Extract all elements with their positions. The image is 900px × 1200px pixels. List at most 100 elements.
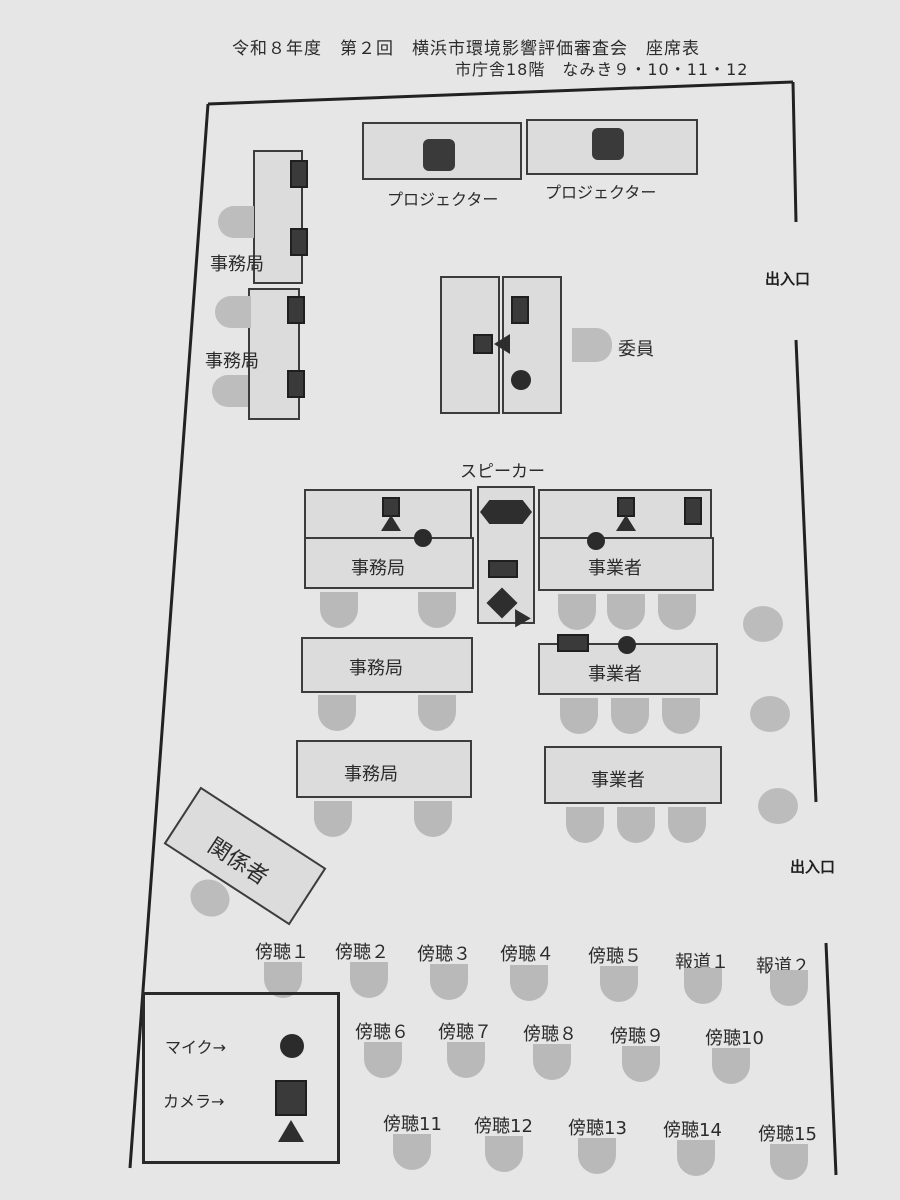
camera-icon <box>290 228 308 256</box>
audience-seat-label: 傍聴11 <box>383 1114 442 1135</box>
mic-icon <box>587 532 605 550</box>
chair <box>712 1048 750 1084</box>
audience-seat-label: 傍聴３ <box>417 944 471 965</box>
secretariat-side-table-top <box>253 150 303 284</box>
chair <box>418 592 456 628</box>
mic-icon <box>414 529 432 547</box>
speaker-icon <box>480 500 532 524</box>
secretariat-side-label: 事務局 <box>210 254 264 275</box>
camera-icon <box>287 370 305 398</box>
camera-icon <box>617 497 635 517</box>
audience-seat-label: 傍聴10 <box>705 1028 764 1049</box>
chair <box>560 698 598 734</box>
secretariat-label: 事務局 <box>349 658 403 679</box>
chair <box>393 1134 431 1170</box>
chair <box>558 594 596 630</box>
operator-table-front <box>538 537 714 591</box>
chair <box>622 1046 660 1082</box>
mic-icon <box>618 636 636 654</box>
camera-direction-icon <box>494 334 510 354</box>
camera-icon <box>684 497 702 525</box>
chair <box>617 807 655 843</box>
entrance-label-top: 出入口 <box>765 270 811 288</box>
chair <box>668 807 706 843</box>
camera-tripod-icon <box>381 515 401 531</box>
chair <box>215 296 251 328</box>
camera-tripod-icon <box>616 515 636 531</box>
camera-icon <box>287 296 305 324</box>
committee-label: 委員 <box>618 339 654 360</box>
chair <box>447 1042 485 1078</box>
mic-icon <box>511 370 531 390</box>
audience-seat-label: 傍聴９ <box>610 1026 664 1047</box>
chair <box>218 206 254 238</box>
chair <box>533 1044 571 1080</box>
audience-seat-label: 傍聴８ <box>523 1024 577 1045</box>
chair <box>658 594 696 630</box>
chair <box>600 966 638 1002</box>
audience-seat-label: 傍聴４ <box>500 944 554 965</box>
camera-tripod-icon <box>278 1120 304 1142</box>
chair <box>364 1042 402 1078</box>
projector-icon <box>592 128 624 160</box>
legend-camera-label: カメラ→ <box>163 1092 225 1111</box>
speaker-label: スピーカー <box>460 462 545 482</box>
camera-icon <box>382 497 400 517</box>
chair <box>770 1144 808 1180</box>
camera-icon <box>557 634 589 652</box>
audience-seat-label: 傍聴６ <box>355 1022 409 1043</box>
secretariat-table-middle <box>301 637 473 693</box>
camera-icon <box>275 1080 307 1116</box>
chair <box>212 375 248 407</box>
legend-box <box>142 992 340 1164</box>
chair <box>510 965 548 1001</box>
chair <box>485 1136 523 1172</box>
chair <box>578 1138 616 1174</box>
operator-label: 事業者 <box>588 558 642 579</box>
audience-seat-label: 傍聴２ <box>335 942 389 963</box>
audience-seat-label: 傍聴13 <box>568 1118 627 1139</box>
chair <box>750 696 790 732</box>
audience-seat-label: 傍聴５ <box>588 946 642 967</box>
camera-icon <box>488 560 518 578</box>
chair <box>350 962 388 998</box>
chair <box>743 606 783 642</box>
chair <box>418 695 456 731</box>
audience-seat-label: 傍聴12 <box>474 1116 533 1137</box>
chair <box>318 695 356 731</box>
chair <box>414 801 452 837</box>
chair <box>320 592 358 628</box>
camera-icon <box>290 160 308 188</box>
press-seat-label: 報道１ <box>675 952 729 973</box>
secretariat-label: 事務局 <box>344 764 398 785</box>
projector-icon <box>423 139 455 171</box>
chair <box>430 964 468 1000</box>
chair <box>611 698 649 734</box>
chair <box>662 698 700 734</box>
secretariat-table-front <box>304 537 474 589</box>
page-title: 令和８年度 第２回 横浜市環境影響評価審査会 座席表 <box>232 39 700 59</box>
audience-seat-label: 傍聴14 <box>663 1120 722 1141</box>
projector-label-left: プロジェクター <box>387 190 499 209</box>
camera-icon <box>511 296 529 324</box>
legend-mic-label: マイク→ <box>165 1038 227 1057</box>
chair <box>566 807 604 843</box>
secretariat-side-label: 事務局 <box>205 351 259 372</box>
operator-table-back <box>544 746 722 804</box>
camera-icon <box>473 334 493 354</box>
chair <box>572 328 612 362</box>
secretariat-table-back <box>296 740 472 798</box>
projector-label-right: プロジェクター <box>545 183 657 202</box>
operator-label: 事業者 <box>591 770 645 791</box>
chair <box>677 1140 715 1176</box>
chair <box>758 788 798 824</box>
mic-icon <box>280 1034 304 1058</box>
chair <box>684 968 722 1004</box>
chair <box>314 801 352 837</box>
audience-seat-label: 傍聴15 <box>758 1124 817 1145</box>
chair <box>607 594 645 630</box>
operator-label: 事業者 <box>588 664 642 685</box>
chair <box>770 970 808 1006</box>
